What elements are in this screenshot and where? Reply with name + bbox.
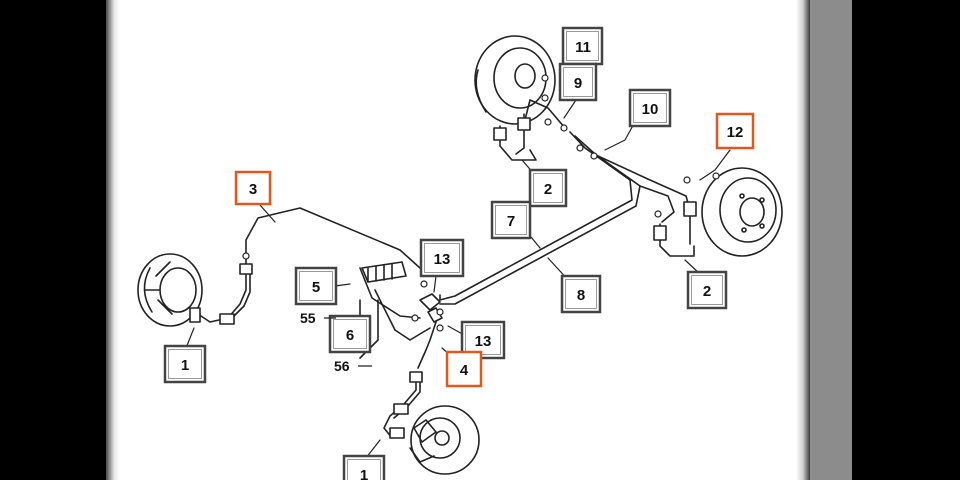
page-edge-right	[796, 0, 810, 480]
rear-right-feed-line	[639, 185, 675, 223]
callout-1-front-right: 1	[342, 454, 386, 480]
brake-union	[417, 293, 443, 369]
callout-13-top: 13	[419, 238, 465, 278]
rear-right-brake-line	[597, 155, 691, 211]
callout-6: 6	[328, 314, 372, 354]
rear-left-brake-line	[524, 99, 566, 129]
rear-right-brake-drum	[701, 167, 783, 257]
callout-label: 12	[727, 124, 744, 141]
callout-5: 5	[294, 266, 338, 306]
callout-label: 1	[181, 357, 189, 374]
callout-label: 4	[460, 362, 469, 379]
callout-label: 13	[475, 333, 492, 350]
callout-12: 12	[715, 112, 755, 150]
callout-2-rear-right: 2	[686, 270, 728, 310]
rear-right-flex-hose	[653, 201, 697, 257]
callout-label: 9	[574, 75, 582, 92]
front-left-brake-line	[245, 207, 421, 269]
main-brake-lines	[439, 131, 641, 305]
callout-11: 11	[561, 26, 604, 66]
callout-2-rear-left: 2	[528, 168, 568, 208]
callout-label: 10	[642, 101, 659, 118]
callout-label: 13	[434, 251, 451, 268]
callout-label: 5	[312, 279, 320, 296]
background-gray-band	[810, 0, 852, 480]
label-55: 55	[300, 310, 316, 326]
callout-10: 10	[628, 88, 672, 128]
connectors	[242, 74, 720, 332]
callout-3: 3	[234, 170, 272, 206]
front-left-flex-hose	[189, 263, 253, 325]
callout-1-front-left: 1	[163, 344, 207, 384]
rear-left-flex-hose	[493, 113, 537, 161]
front-left-brake-disc	[137, 253, 203, 327]
callout-label: 3	[249, 181, 257, 198]
callout-label: 1	[360, 467, 368, 480]
callouts: 11 9 10 12 3 2 7	[163, 26, 755, 480]
callout-label: 6	[346, 327, 354, 344]
callout-label: 7	[507, 213, 515, 230]
callout-13-bottom: 13	[460, 320, 506, 360]
callout-9: 9	[558, 62, 598, 102]
page-edge-left	[106, 0, 120, 480]
front-right-flex-hose	[383, 371, 423, 439]
callout-4: 4	[445, 350, 483, 388]
front-right-brake-disc	[409, 405, 480, 475]
callout-box	[561, 26, 604, 66]
callout-label: 2	[703, 283, 711, 300]
label-56: 56	[334, 358, 350, 374]
callout-label: 2	[544, 181, 552, 198]
callout-label: 11	[575, 39, 591, 56]
callout-7: 7	[490, 200, 532, 240]
callout-8: 8	[560, 274, 602, 314]
callout-label: 8	[577, 287, 585, 304]
